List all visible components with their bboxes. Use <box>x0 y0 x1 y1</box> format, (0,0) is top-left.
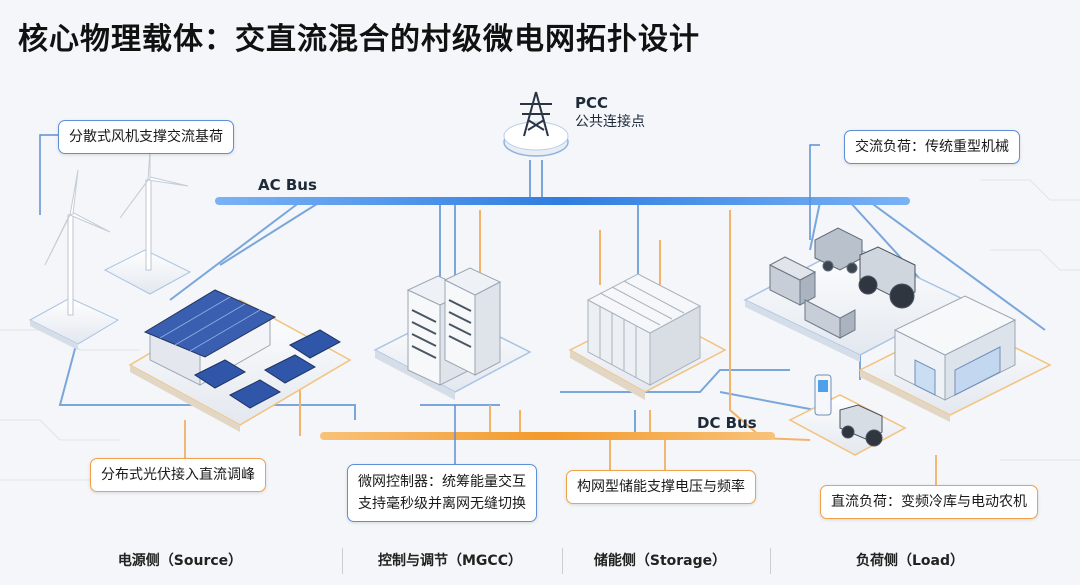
callout-ac-load: 交流负荷：传统重型机械 <box>844 130 1020 164</box>
electric-tractor-icon <box>839 404 883 447</box>
dc-bus-label: DC Bus <box>697 414 757 432</box>
page-title: 核心物理载体：交直流混合的村级微电网拓扑设计 <box>18 22 700 57</box>
ac-bus <box>215 197 910 205</box>
dc-bus <box>320 432 775 440</box>
trailer-icon <box>814 227 863 274</box>
footer-divider <box>342 548 343 574</box>
tractor-icon <box>858 246 916 309</box>
harvester-icon <box>768 256 856 339</box>
wind-turbine-icon <box>28 149 192 350</box>
pcc-label: PCC 公共连接点 <box>575 94 645 132</box>
pcc-title: PCC <box>575 94 609 112</box>
footer-divider <box>562 548 563 574</box>
callout-dc-load: 直流负荷：变频冷库与电动农机 <box>820 485 1038 519</box>
solar-house-icon <box>128 289 352 432</box>
footer-divider <box>770 548 771 574</box>
pcc-tower-icon <box>503 91 569 157</box>
footer-load: 负荷侧（Load） <box>855 553 964 569</box>
footer-control: 控制与调节（MGCC） <box>378 553 522 569</box>
pcc-subtitle: 公共连接点 <box>575 114 645 130</box>
callout-mgcc-line2: 支持毫秒级并离网无缝切换 <box>358 496 526 512</box>
battery-storage-icon <box>568 273 727 400</box>
callout-mgcc-line1: 微网控制器：统筹能量交互 <box>358 474 526 490</box>
callout-pv: 分布式光伏接入直流调峰 <box>90 458 266 492</box>
callout-connectors <box>39 134 820 466</box>
footer-source: 电源侧（Source） <box>117 553 243 569</box>
callout-storage: 构网型储能支撑电压与频率 <box>566 470 756 504</box>
server-rack-icon <box>373 267 532 400</box>
footer-storage: 储能侧（Storage） <box>593 553 727 569</box>
ac-bus-label: AC Bus <box>258 176 317 194</box>
callout-wind: 分散式风机支撑交流基荷 <box>58 120 234 154</box>
cold-storage-building-icon <box>858 295 1052 422</box>
callout-mgcc: 微网控制器：统筹能量交互 支持毫秒级并离网无缝切换 <box>347 464 537 522</box>
